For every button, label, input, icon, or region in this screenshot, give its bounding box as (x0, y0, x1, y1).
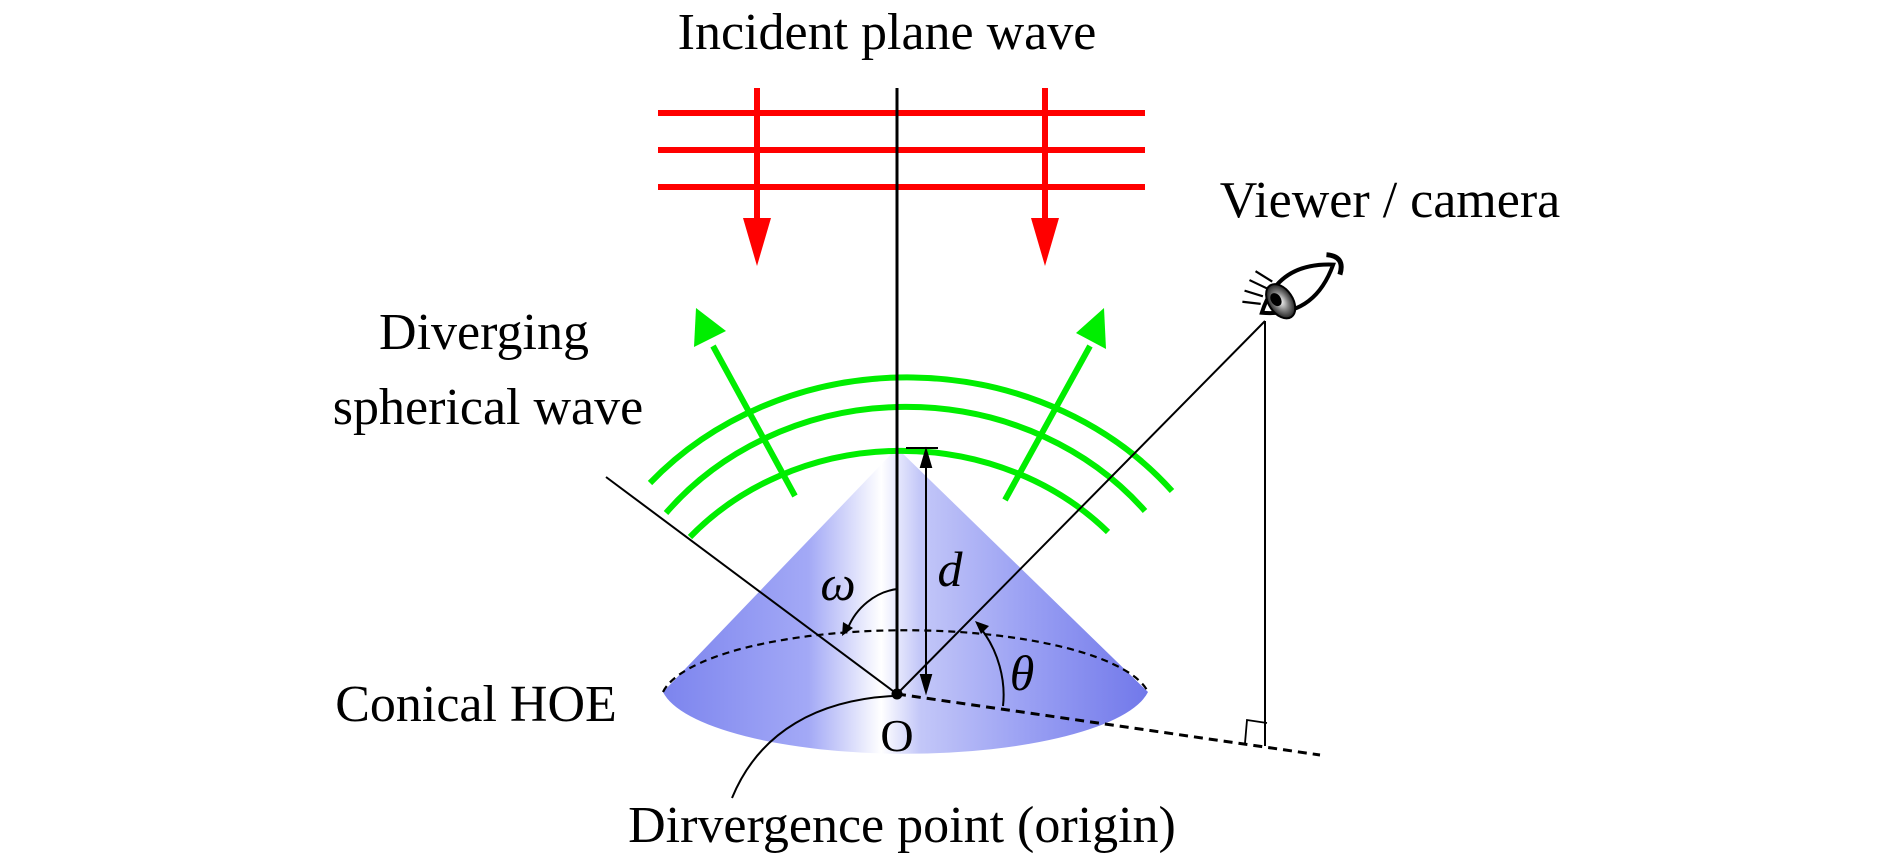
omega-arrowhead (842, 622, 853, 636)
d-dimension-marker (906, 446, 938, 696)
incident-wave-label: Incident plane wave (678, 4, 1097, 61)
viewer-label: Viewer / camera (1220, 172, 1560, 229)
incident-plane-wave (658, 88, 1145, 222)
origin-point (891, 688, 903, 700)
theta-symbol: θ (1010, 645, 1035, 701)
spherical-arrowhead-right (1076, 308, 1106, 349)
omega-angle-arc (847, 588, 898, 629)
conical-hoe-shape (663, 448, 1148, 754)
divergence-pointer-line (731, 695, 894, 799)
cone-rim-back (662, 629, 1149, 693)
spherical-arrowhead-left (694, 308, 726, 347)
diverging-label-line1: Diverging (379, 304, 589, 361)
conical-hoe-label: Conical HOE (335, 676, 617, 733)
diverging-spherical-wave (647, 344, 1175, 540)
divergence-point-label: Dirvergence point (origin) (628, 797, 1176, 854)
d-symbol: d (938, 541, 964, 597)
origin-label: O (880, 710, 913, 761)
omega-symbol: ω (820, 555, 855, 611)
construction-lines (605, 88, 1321, 757)
theta-arrowhead (975, 621, 989, 634)
incident-arrowhead-right (1031, 218, 1059, 266)
eye-icon (1242, 252, 1344, 320)
incident-arrowhead-left (743, 218, 771, 266)
diverging-label-line2: spherical wave (333, 379, 643, 436)
theta-angle-arc (981, 629, 1005, 707)
